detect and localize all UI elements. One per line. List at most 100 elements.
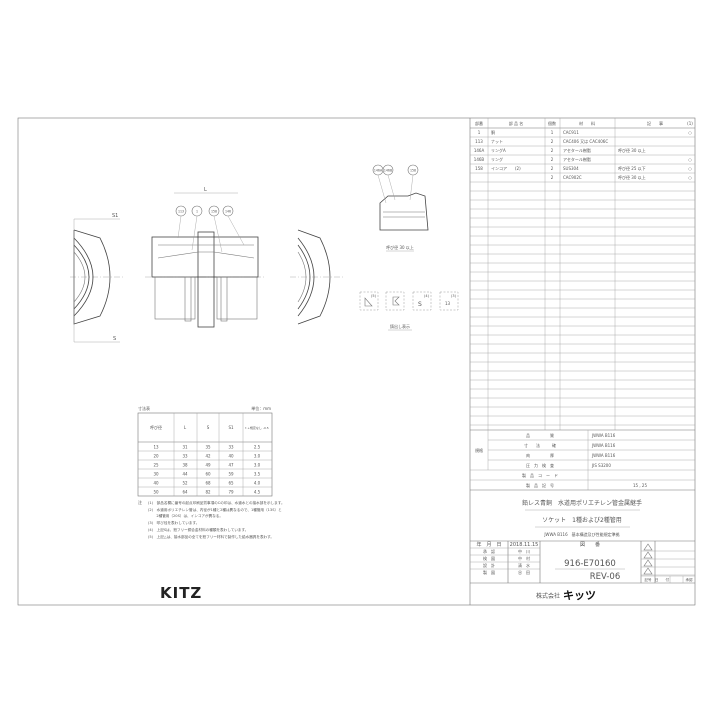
dimension-table-caption: 寸法表: [138, 405, 150, 411]
parts-header: 記 事: [647, 120, 663, 126]
part-name: ナット: [491, 138, 503, 144]
standard-label: 寸 法 確: [524, 442, 556, 448]
revision-triangle-icon: [643, 551, 653, 559]
standard-value: JWWA B116: [591, 443, 616, 448]
dimension-cell: 4.5: [254, 490, 261, 495]
standard-value: JWWA B116: [591, 453, 616, 458]
dimension-cell: 60: [205, 472, 211, 477]
approval-role: 承 認: [483, 548, 495, 554]
date-label: 年 月 日: [476, 541, 501, 548]
drawing-no-label: 図 番: [580, 541, 600, 548]
standard-label: 製 品 コ ー ド: [522, 472, 558, 478]
part-number: 146B: [474, 157, 485, 162]
standard-value: JWWA B116: [591, 433, 616, 438]
notes-label: 注: [138, 499, 142, 505]
part-material: CAC406 又は CAC406C: [563, 138, 608, 144]
company-brand: キッツ: [563, 589, 596, 602]
part-remark: 呼び径 30 以上: [618, 174, 646, 180]
sheet-frame: [17, 117, 696, 606]
approver-name: 清 水: [518, 562, 530, 568]
dimension-cell: 59: [228, 472, 234, 477]
right-end-view: [290, 229, 345, 325]
dimension-cell: 65: [228, 481, 234, 486]
part-remark: 呼び径 25 以下: [618, 165, 646, 171]
approver-name: 谷 田: [518, 569, 530, 575]
part-number: 146A: [474, 148, 485, 153]
dimension-cell: 38: [182, 463, 188, 468]
dimension-cell: 33: [228, 445, 234, 450]
dimension-cell: 79: [228, 490, 234, 495]
dim-s1-label: S1: [112, 213, 118, 219]
dimension-cell: 40: [153, 481, 159, 486]
part-number: 158: [475, 166, 483, 171]
part-number: 113: [475, 139, 483, 144]
balloon-label: 1: [196, 209, 198, 213]
dimension-cell: 44: [182, 472, 188, 477]
part-remark: 呼び径 30 以上: [618, 147, 646, 153]
approval-role: 製 図: [483, 569, 495, 575]
rev-header-approval: 承認: [686, 577, 694, 582]
dimension-cell: 40: [228, 454, 234, 459]
approver-name: 中 川: [518, 548, 530, 554]
dimension-cell: 30: [153, 472, 159, 477]
standard-label: 製 品 記 号: [526, 482, 554, 488]
part-quantity: 1: [551, 130, 554, 135]
standard-label: 圧 力 検 査: [526, 462, 554, 468]
balloon-label: 113: [178, 209, 184, 213]
dimension-cell: 52: [182, 481, 188, 486]
dimension-cell: 49: [205, 463, 211, 468]
date-value: 2018.11.15: [510, 542, 539, 548]
parts-header: (1): [687, 121, 693, 126]
rev-header-date: 日 付: [655, 577, 669, 582]
dimension-cell: 50: [153, 490, 159, 495]
revision-triangle-icon: [643, 567, 653, 575]
standards-group-label: 規格: [475, 447, 483, 453]
part-quantity: 2: [551, 175, 554, 180]
note-item: (1) 部品名欄に番号の起点印刷品質事項のCの印は、水道水との接水部を示します。: [148, 500, 285, 505]
part-number: 1: [478, 130, 481, 135]
approval-role: 設 計: [483, 562, 495, 568]
balloon-label: 146B: [384, 168, 392, 172]
drawing-number: 916-E70160: [564, 559, 616, 569]
note-item: (4) 上記Sは、鉛フリー銅合金材料の種類を表わしています。: [148, 527, 248, 532]
s-mark-icon: S: [418, 301, 422, 308]
revision-triangle-icon: [643, 559, 653, 567]
dimension-cell: 64: [182, 490, 188, 495]
title-line-3: JWWA B116 基本構造及び性能規定準拠: [543, 531, 619, 537]
parts-header: 個数: [548, 120, 556, 126]
dimension-cell: 13: [153, 445, 159, 450]
title-block: 年 月 日 2018.11.15 図 番 916-E70160 REV-06 記…: [470, 540, 695, 602]
dimension-cell: 2.5: [254, 445, 261, 450]
part-material: アセタール樹脂: [563, 156, 591, 162]
part-quantity: 2: [551, 166, 554, 171]
note-item: (5) 上記△は、接水部品の全てを鉛フリー材料で製作した給水器具を表わす。: [148, 534, 274, 539]
title-line-2: ソケット 1種および2種管用: [542, 516, 622, 524]
dimension-cell: 82: [205, 490, 211, 495]
mark-label-3: (3): [451, 294, 457, 298]
part-water-contact-mark: ○: [688, 166, 692, 171]
title-line-1: 鉛レス青銅 水道用ポリエチレン管金属継手: [522, 499, 642, 507]
part-water-contact-mark: ○: [688, 130, 692, 135]
lead-free-triangle-icon: [364, 297, 373, 307]
dimension-cell: 25: [153, 463, 159, 468]
part-material: CAC902C: [563, 175, 582, 180]
kitz-logo: KITZ: [160, 584, 202, 602]
part-name: 胴: [491, 129, 495, 135]
k-mark-icon: [392, 296, 400, 306]
parts-header: 部番: [475, 120, 483, 126]
parts-header: 部 品 名: [509, 120, 524, 126]
part-name: インコア (2): [491, 166, 521, 171]
mark-label-4: (4): [424, 294, 430, 298]
dimension-header: L: [184, 425, 187, 430]
dimension-header: 呼び径: [150, 424, 162, 430]
dim-l-label: L: [204, 187, 207, 193]
rev-header-mark: 記号: [645, 577, 653, 582]
dimension-header: t +規定なし -0.5: [245, 425, 269, 430]
detail-caption: 呼び径 30 以上: [386, 244, 414, 250]
company-name: 株式会社: [536, 592, 560, 600]
